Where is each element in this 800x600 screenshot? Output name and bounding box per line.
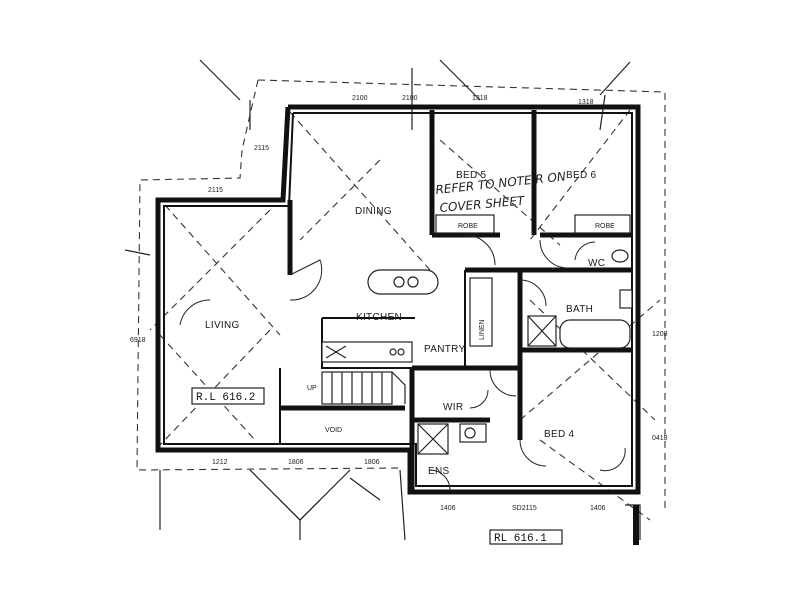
- label-up: UP: [307, 385, 317, 392]
- label-robe-6: ROBE: [595, 223, 615, 230]
- label-robe-5: ROBE: [458, 223, 478, 230]
- label-bath: BATH: [566, 304, 593, 315]
- label-bed-5: BED 5: [456, 170, 487, 181]
- label-kitchen: KITCHEN: [356, 312, 402, 323]
- toilet-icon: [611, 249, 629, 263]
- post: [633, 505, 639, 545]
- label-dining: DINING: [355, 206, 392, 217]
- bathtub: [559, 319, 631, 349]
- dim-left-side: 6918: [130, 337, 146, 344]
- dim-bottom-4: 1406: [440, 505, 456, 512]
- sink-icon: [407, 276, 419, 288]
- label-bed-4: BED 4: [544, 429, 575, 440]
- interior-walls: [279, 110, 632, 492]
- dim-left-2: 2115: [208, 187, 223, 194]
- fixtures: [321, 214, 633, 455]
- handwritten-note: REFER TO NOTE R ON COVER SHEET: [435, 169, 567, 215]
- dim-right-1: 1208: [652, 331, 668, 338]
- leader-lines: [124, 59, 631, 256]
- robe-5: [435, 214, 495, 234]
- rl-bottom: RL 616.1: [494, 533, 547, 545]
- room-labels: BED 5 BED 6 DINING LIVING KITCHEN PANTRY…: [205, 170, 615, 477]
- linen-cupboard: [469, 277, 493, 347]
- label-pantry: PANTRY: [424, 344, 465, 355]
- dim-right-2: 0418: [652, 435, 668, 442]
- dim-left-1: 2115: [254, 145, 269, 152]
- label-bed-6: BED 6: [566, 170, 597, 181]
- cooktop-icon: [389, 348, 397, 356]
- label-ens: ENS: [428, 466, 449, 477]
- door-swings: [179, 234, 626, 491]
- label-wc: WC: [588, 258, 605, 269]
- level-markers: R.L 616.2 RL 616.1: [191, 387, 563, 545]
- staircase: [321, 371, 406, 405]
- dim-bottom-2: 1806: [288, 459, 304, 466]
- label-wir: WIR: [443, 402, 463, 413]
- dim-bottom-1: 1212: [212, 459, 228, 466]
- robe-6: [574, 214, 631, 234]
- label-linen: LINEN: [479, 319, 486, 340]
- vanity: [619, 289, 633, 309]
- dim-top-2: 2100: [402, 95, 418, 102]
- roof-outline: [136, 79, 666, 521]
- label-void: VOID: [325, 427, 342, 434]
- dim-bottom-6: 1406: [590, 505, 606, 512]
- lower-roof: [159, 469, 641, 545]
- dim-bottom-3: 1806: [364, 459, 380, 466]
- note-line-1: REFER TO NOTE R ON: [435, 169, 567, 197]
- note-line-2: COVER SHEET: [439, 193, 526, 214]
- dim-top-1: 2100: [352, 95, 368, 102]
- rl-living: R.L 616.2: [196, 392, 255, 404]
- basin-icon: [464, 427, 476, 439]
- sink-icon: [393, 276, 405, 288]
- dim-top-4: 1318: [578, 99, 594, 106]
- dim-bottom-5: SD2115: [512, 505, 537, 512]
- cooktop-icon: [397, 348, 405, 356]
- dimension-labels: 2100 2100 1318 1318 2115 2115 6918 1208 …: [130, 95, 668, 512]
- label-living: LIVING: [205, 320, 240, 331]
- dim-top-3: 1318: [472, 95, 488, 102]
